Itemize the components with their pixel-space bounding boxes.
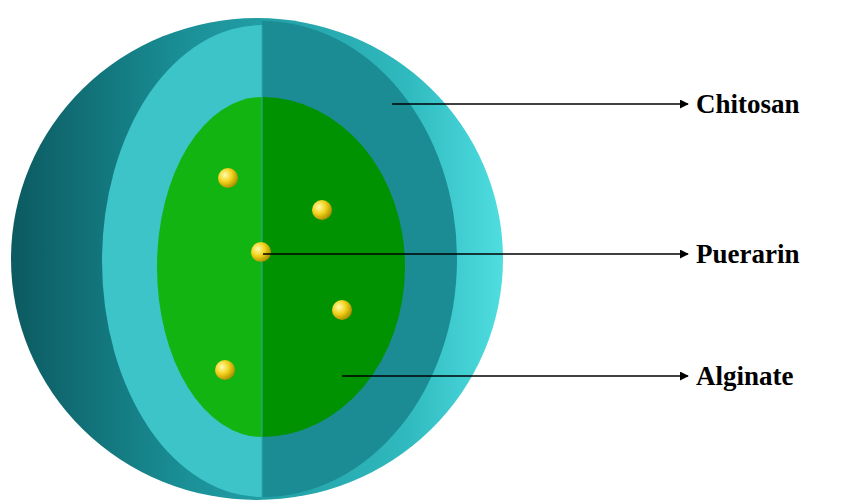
- leader-line: [263, 253, 688, 255]
- part-label: Alginate: [696, 363, 794, 390]
- leader-line: [392, 103, 688, 105]
- leader-line: [342, 375, 688, 377]
- alginate-left-core: [157, 97, 262, 437]
- puerarin-particle: [332, 300, 352, 320]
- puerarin-particle: [215, 360, 235, 380]
- part-label: Puerarin: [696, 241, 799, 268]
- chitosan-right-face: [262, 21, 457, 497]
- chitosan-left-face: [102, 25, 262, 497]
- outer-sphere: [11, 18, 503, 500]
- puerarin-particle: [251, 242, 271, 262]
- part-label: Chitosan: [696, 91, 800, 118]
- alginate-right-core: [262, 97, 405, 437]
- puerarin-particle: [218, 168, 238, 188]
- puerarin-particle: [312, 200, 332, 220]
